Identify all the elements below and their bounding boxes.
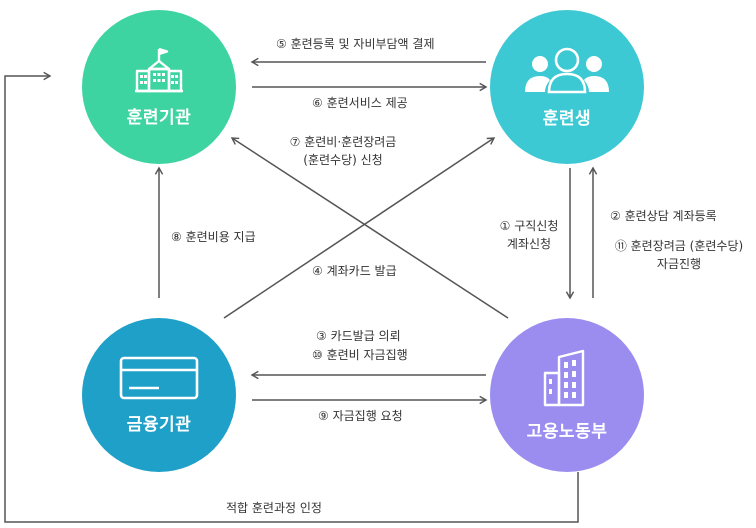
edge-3-label: ③ 카드발급 의뢰 — [316, 329, 401, 343]
edge-10-label: ⑩ 훈련비 자금집행 — [312, 348, 408, 362]
node-label: 고용노동부 — [526, 421, 608, 442]
node-training-institution: 훈련기관 — [82, 10, 236, 164]
edge-7-label-line2: (훈련수당) 신청 — [303, 153, 383, 167]
edge-9-label: ⑨ 자금집행 요청 — [318, 409, 403, 423]
node-label: 훈련기관 — [126, 107, 192, 128]
edge-1-label: ① 구직신청 계좌신청 — [486, 217, 572, 253]
edge-4-label: ④ 계좌카드 발급 — [312, 264, 397, 278]
people-icon — [523, 46, 611, 94]
edge-11-label: ⑪ 훈련장려금 (훈련수당) 자금진행 — [604, 237, 754, 273]
school-icon — [135, 47, 183, 93]
building-icon — [541, 349, 593, 407]
edge-7-label-line1: ⑦ 훈련비·훈련장려금 — [289, 135, 397, 149]
edge-2-label: ② 훈련상담 계좌등록 — [610, 209, 717, 223]
bottom-loop-label: 적합 훈련과정 인정 — [226, 501, 322, 515]
node-label: 훈련생 — [542, 108, 592, 129]
edge-7-label: ⑦ 훈련비·훈련장려금 (훈련수당) 신청 — [278, 133, 408, 169]
edge-11-label-line1: ⑪ 훈련장려금 (훈련수당) — [614, 239, 744, 253]
edge-4-line — [223, 137, 496, 319]
card-icon — [119, 356, 199, 400]
edge-1-label-line2: 계좌신청 — [506, 237, 552, 251]
edge-6-label: ⑥ 훈련서비스 제공 — [312, 96, 408, 110]
bottom-loop-line — [4, 71, 579, 523]
edge-7-line — [230, 137, 509, 319]
node-label: 금융기관 — [126, 414, 192, 435]
edge-11-label-line2: 자금진행 — [656, 257, 702, 271]
node-financial-institution: 금융기관 — [82, 318, 236, 472]
edge-8-label: ⑧ 훈련비용 지급 — [171, 230, 256, 244]
edge-1-label-line1: ① 구직신청 — [499, 219, 559, 233]
node-trainee: 훈련생 — [490, 10, 644, 164]
node-ministry-of-labor: 고용노동부 — [490, 318, 644, 472]
edge-5-label: ⑤ 훈련등록 및 자비부담액 결제 — [276, 37, 435, 51]
